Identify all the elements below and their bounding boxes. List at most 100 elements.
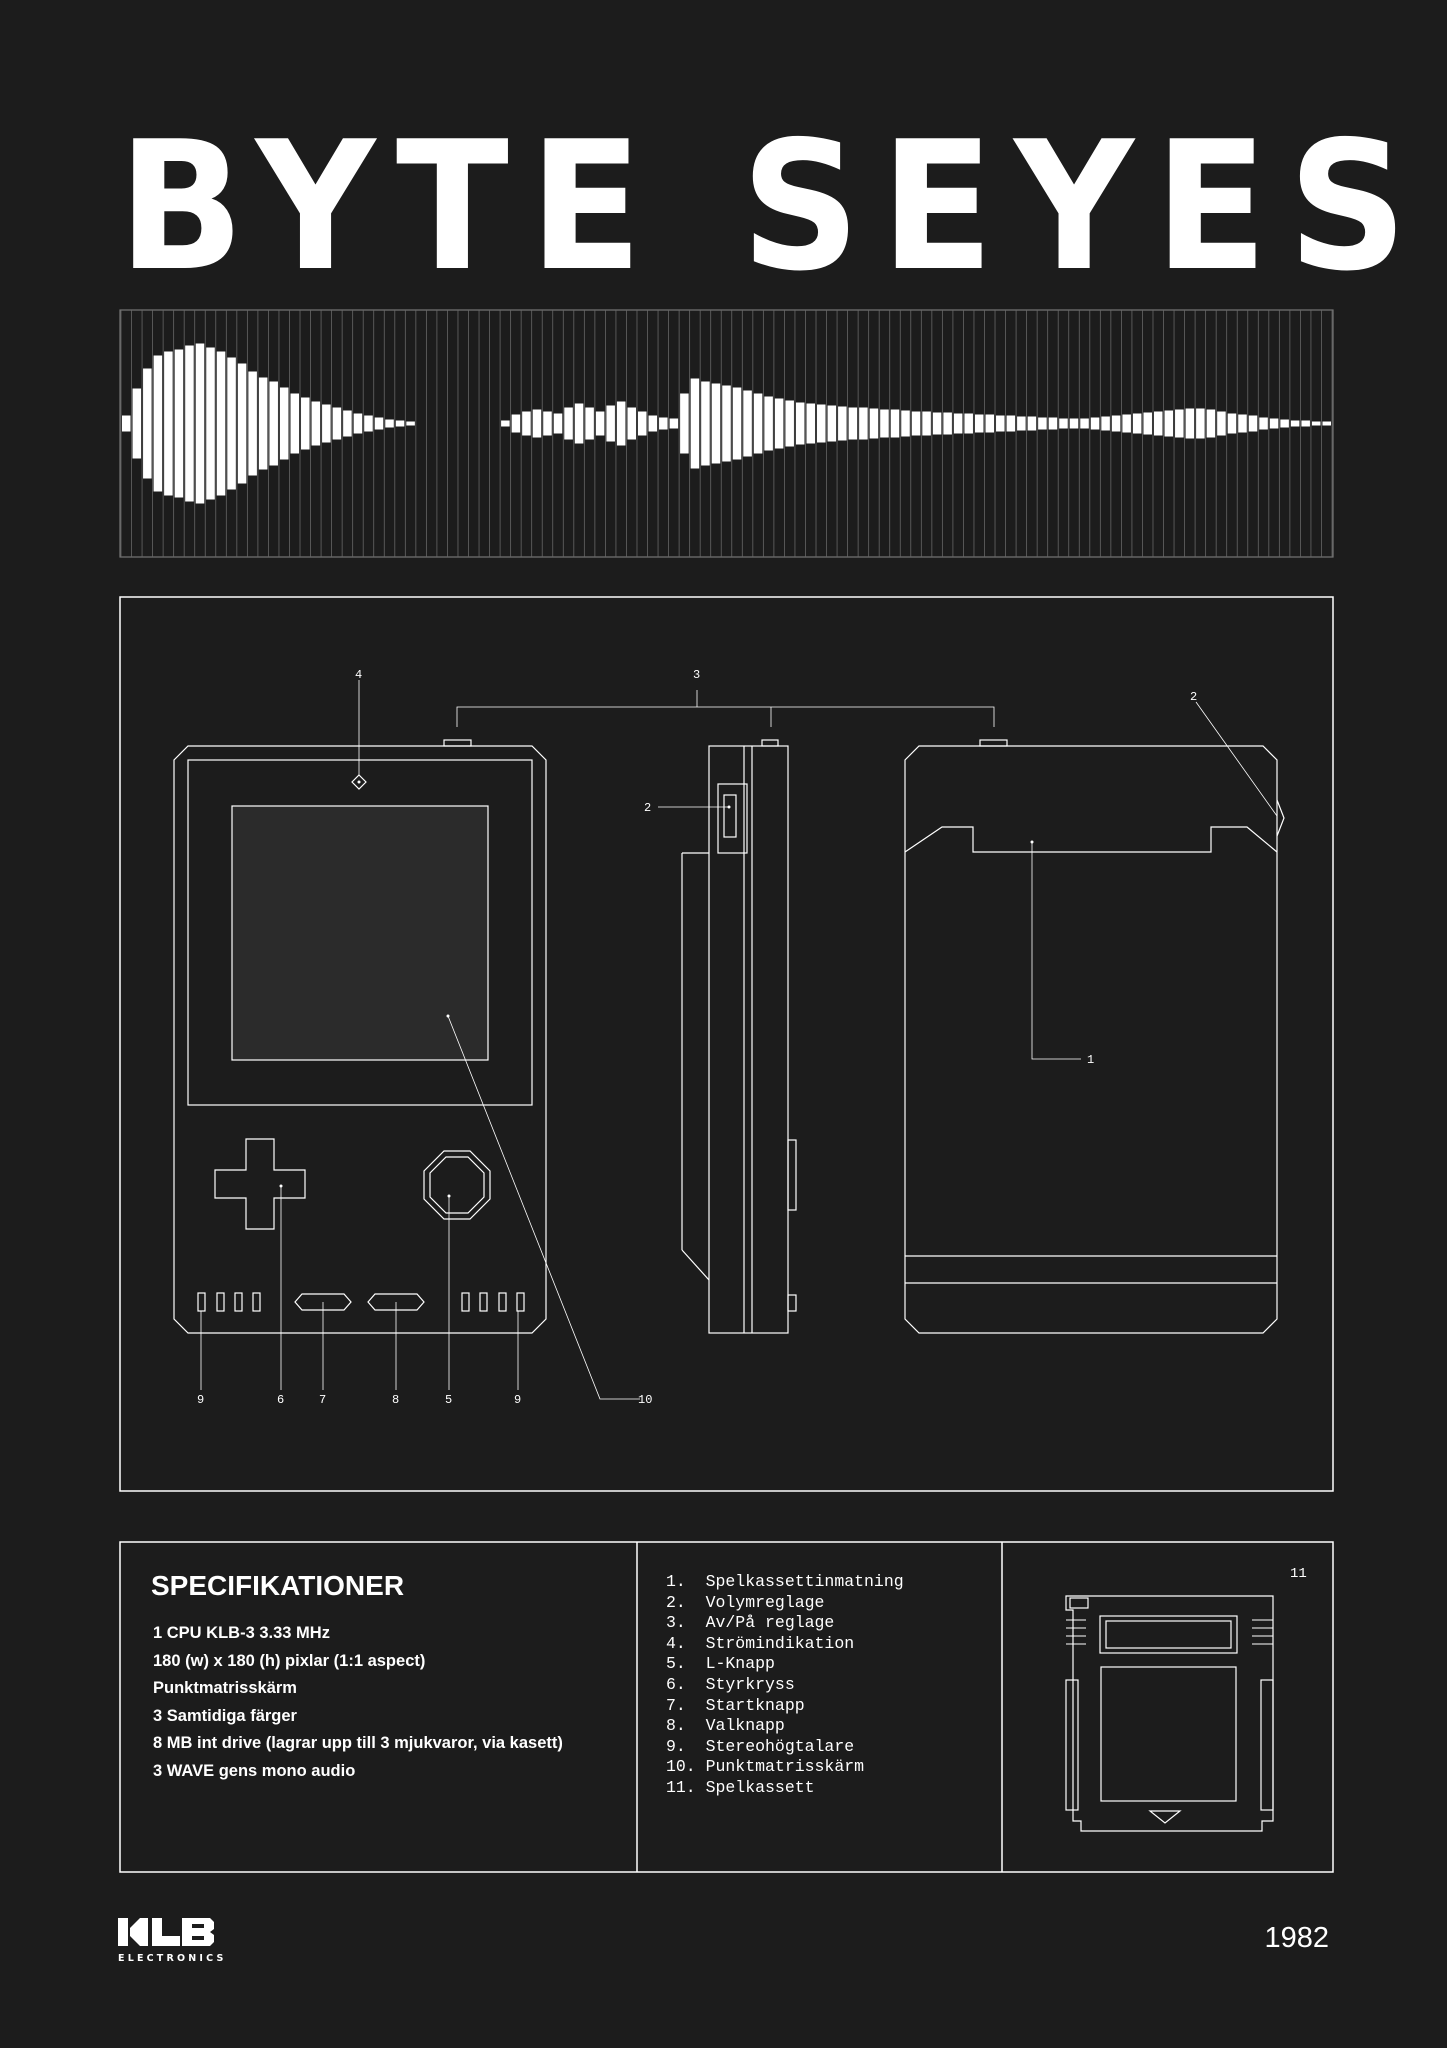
- waveform-bar: [143, 368, 152, 479]
- label-9-left: 9: [197, 1393, 204, 1407]
- waveform-bar: [1101, 416, 1110, 431]
- label-9-right: 9: [514, 1393, 521, 1407]
- waveform-bar: [753, 393, 763, 454]
- waveform-bar: [237, 363, 247, 484]
- parts-list-item: 10. Punktmatrisskärm: [666, 1757, 865, 1777]
- waveform-bar: [595, 411, 605, 436]
- spec-item: 3 WAVE gens mono audio: [153, 1762, 356, 1780]
- waveform-bar: [764, 396, 773, 451]
- waveform-bar: [616, 401, 626, 446]
- power-led-icon: [351, 774, 367, 790]
- waveform-bar: [1143, 412, 1152, 435]
- parts-list-item: 5. L-Knapp: [666, 1654, 775, 1674]
- waveform-bar: [1027, 416, 1037, 431]
- waveform-bar: [838, 406, 847, 441]
- waveform-bar: [395, 420, 405, 427]
- select-button: [367, 1293, 425, 1311]
- waveform-bars: [122, 343, 1331, 504]
- waveform-bar: [996, 415, 1005, 432]
- waveform-bar: [511, 414, 521, 433]
- console-back-view: [904, 739, 1285, 1334]
- waveform-bar: [890, 409, 900, 438]
- waveform-bar: [659, 417, 668, 430]
- poster-title: BYTE SEYES: [118, 103, 1428, 310]
- waveform-bar: [374, 417, 384, 430]
- parts-list-item: 2. Volymreglage: [666, 1592, 825, 1612]
- l-button: [423, 1150, 491, 1220]
- label-5: 5: [445, 1393, 452, 1407]
- waveform-bar: [322, 404, 331, 443]
- speaker-right: [461, 1292, 525, 1312]
- waveform-bar: [680, 393, 689, 454]
- cartridge-slot: [904, 826, 1278, 853]
- parts-list-item: 6. Styrkryss: [666, 1674, 795, 1694]
- waveform-bar: [1059, 418, 1068, 429]
- waveform-bar: [195, 343, 205, 504]
- waveform-bar: [711, 383, 721, 464]
- waveform-bar: [911, 411, 921, 436]
- parts-list-item: 7. Startknapp: [666, 1695, 805, 1715]
- waveform-bar: [406, 421, 415, 426]
- waveform-bar: [1290, 420, 1300, 427]
- waveform-bar: [574, 403, 584, 444]
- diagram-frame: [119, 596, 1334, 1492]
- waveform-frame: [119, 309, 1334, 558]
- waveform-bar: [164, 351, 173, 496]
- screen: [231, 805, 489, 1061]
- waveform-bar: [1196, 408, 1205, 439]
- klb-logo-mark: [118, 1918, 214, 1946]
- label-2-back: 2: [1190, 690, 1197, 704]
- waveform-bar: [806, 403, 816, 444]
- waveform-bar: [1080, 418, 1089, 429]
- waveform-bar: [1311, 421, 1321, 426]
- label-7: 7: [319, 1393, 326, 1407]
- waveform-bar: [585, 407, 594, 440]
- waveform-bar: [258, 377, 268, 470]
- waveform-bar: [1206, 409, 1216, 438]
- spec-item: 1 CPU KLB-3 3.33 MHz: [153, 1624, 330, 1642]
- waveform-bar: [732, 387, 742, 460]
- waveform-bar: [953, 413, 963, 434]
- console-side-view: [681, 739, 797, 1334]
- waveform-bar: [543, 411, 552, 436]
- waveform-bar: [501, 420, 510, 427]
- leader-lines: [200, 680, 1278, 1400]
- parts-list-item: 3. Av/På reglage: [666, 1613, 835, 1633]
- waveform-bar: [1248, 415, 1258, 432]
- waveform-bar: [869, 408, 879, 439]
- label-6: 6: [277, 1393, 284, 1407]
- waveform-bar: [122, 415, 131, 432]
- parts-list: 1. Spelkassettinmatning 2. Volymreglage …: [666, 1572, 904, 1799]
- spec-item: 180 (w) x 180 (h) pixlar (1:1 aspect): [153, 1652, 426, 1670]
- parts-list-item: 4. Strömindikation: [666, 1633, 855, 1653]
- waveform-bar: [553, 413, 563, 434]
- label-4: 4: [355, 668, 362, 682]
- waveform-bar: [785, 400, 794, 447]
- parts-list-item: 9. Stereohögtalare: [666, 1736, 855, 1756]
- waveform-bar: [1175, 409, 1184, 438]
- waveform-grid: [120, 310, 1333, 557]
- waveform-bar: [637, 411, 647, 436]
- waveform-bar: [1269, 418, 1279, 429]
- waveform-bar: [1132, 413, 1142, 434]
- waveform-bar: [269, 381, 278, 466]
- waveform-bar: [132, 388, 142, 459]
- waveform-bar: [1280, 419, 1289, 428]
- cartridge-illustration: [1065, 1595, 1274, 1832]
- waveform-bar: [669, 418, 679, 429]
- waveform-bar: [1048, 417, 1058, 430]
- spec-item: Punktmatrisskärm: [153, 1679, 297, 1697]
- waveform-bar: [648, 415, 658, 432]
- specs-heading: SPECIFIKATIONER: [151, 1570, 405, 1601]
- waveform-bar: [932, 412, 942, 435]
- waveform-bar: [1227, 413, 1237, 434]
- label-8: 8: [392, 1393, 399, 1407]
- waveform-bar: [690, 378, 700, 469]
- waveform-bar: [701, 381, 710, 466]
- console-front-view: [173, 739, 547, 1334]
- waveform-bar: [364, 415, 373, 432]
- waveform-bar: [848, 407, 858, 440]
- waveform-bar: [206, 347, 215, 500]
